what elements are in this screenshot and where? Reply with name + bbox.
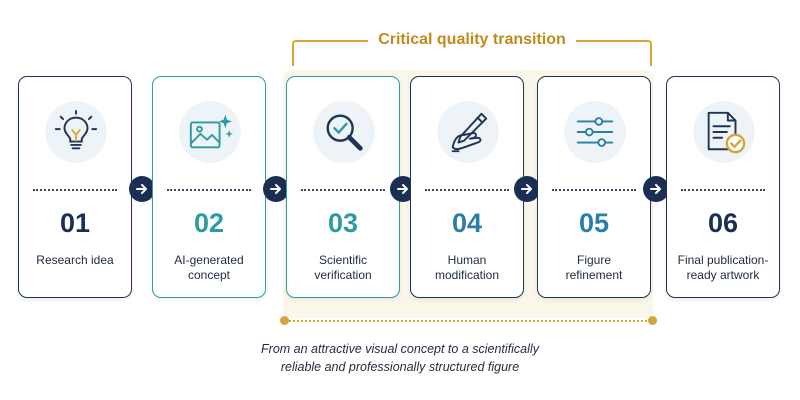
caption: From an attractive visual concept to a s… xyxy=(0,340,800,376)
step-number: 01 xyxy=(59,208,91,238)
step-label: Figure refinement xyxy=(565,253,623,282)
hand-pen-icon xyxy=(437,101,499,163)
step-number: 03 xyxy=(327,208,359,238)
lightbulb-icon xyxy=(45,101,107,163)
transition-bracket xyxy=(292,40,652,66)
step-divider xyxy=(552,189,636,191)
caption-line-1: From an attractive visual concept to a s… xyxy=(261,342,539,356)
arrow-right-icon xyxy=(129,176,155,202)
step-divider xyxy=(301,189,385,191)
step-label: Final publication- ready artwork xyxy=(677,253,769,282)
step-divider xyxy=(681,189,765,191)
step-card-5: 05 Figure refinement xyxy=(537,76,651,298)
step-label: Research idea xyxy=(36,253,114,267)
arrow-right-icon xyxy=(263,176,289,202)
baseline-start-dot xyxy=(280,316,289,325)
caption-line-2: reliable and professionally structured f… xyxy=(280,360,520,374)
step-number: 04 xyxy=(451,208,483,238)
step-number: 05 xyxy=(578,208,610,238)
magnifier-check-icon xyxy=(313,101,375,163)
arrow-right-icon xyxy=(643,176,669,202)
step-divider xyxy=(167,189,251,191)
step-card-1: 01 Research idea xyxy=(18,76,132,298)
sliders-icon xyxy=(564,101,626,163)
image-sparkle-icon xyxy=(179,101,241,163)
baseline-end-dot xyxy=(648,316,657,325)
transition-baseline xyxy=(285,320,651,322)
step-divider xyxy=(425,189,509,191)
step-card-4: 04 Human modification xyxy=(410,76,524,298)
step-divider xyxy=(33,189,117,191)
step-card-3: 03 Scientific verification xyxy=(286,76,400,298)
step-card-6: 06 Final publication- ready artwork xyxy=(666,76,780,298)
step-number: 06 xyxy=(707,208,739,238)
step-label: AI-generated concept xyxy=(174,253,244,282)
step-number: 02 xyxy=(193,208,225,238)
document-check-icon xyxy=(693,101,755,163)
step-label: Human modification xyxy=(434,253,500,282)
step-label: Scientific verification xyxy=(314,253,372,282)
step-card-2: 02 AI-generated concept xyxy=(152,76,266,298)
arrow-right-icon xyxy=(514,176,540,202)
